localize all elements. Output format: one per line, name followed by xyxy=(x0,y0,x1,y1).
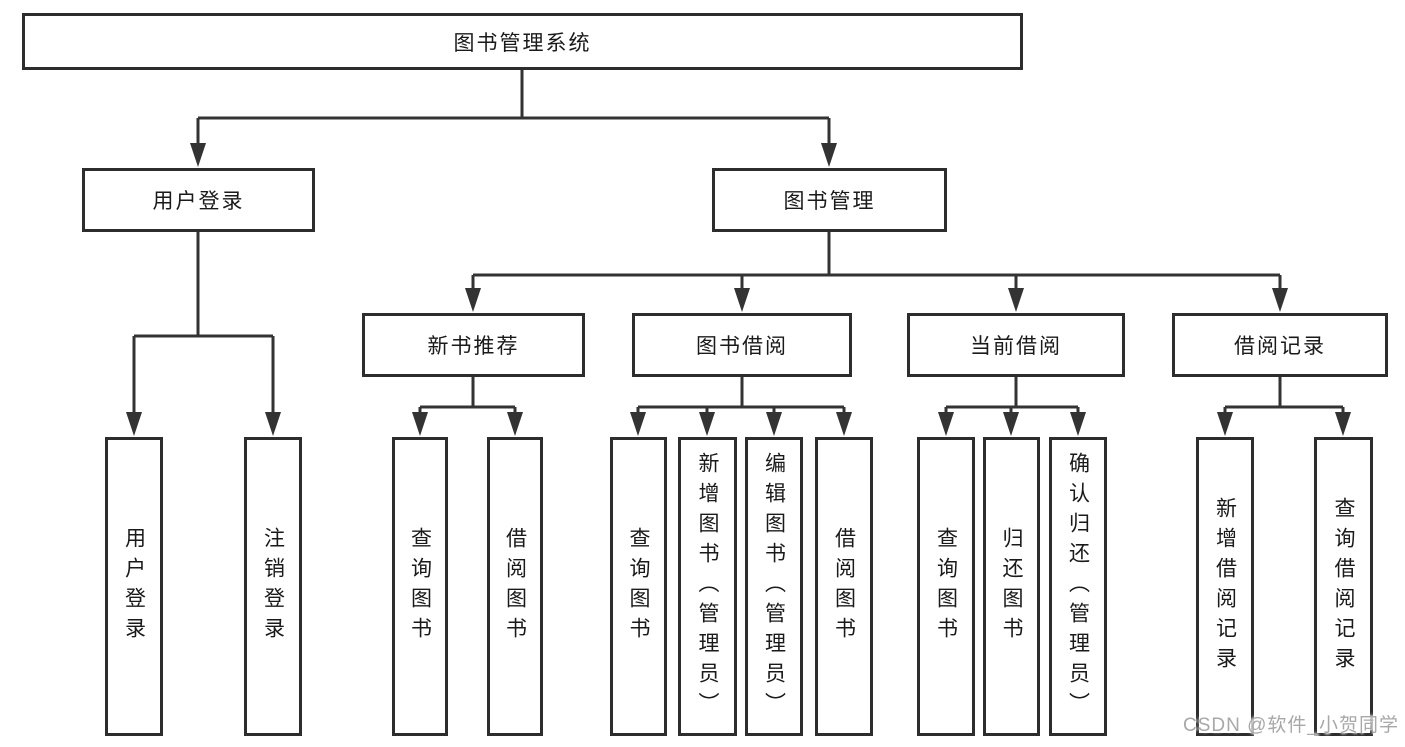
leaf-cb-confirm-return-admin: 确认归还（管理员） xyxy=(1049,437,1107,736)
leaf-nbr-borrow-books: 借阅图书 xyxy=(487,437,543,736)
leaf-nbr-query-books: 查询图书 xyxy=(392,437,448,736)
leaf-bb-query-books: 查询图书 xyxy=(610,437,667,736)
node-book-mgmt: 图书管理 xyxy=(712,168,947,232)
leaf-user-login: 用户登录 xyxy=(105,437,163,736)
leaf-logout: 注销登录 xyxy=(244,437,302,736)
leaf-cb-return-books: 归还图书 xyxy=(983,437,1040,736)
leaf-br-query-record: 查询借阅记录 xyxy=(1314,437,1373,736)
connector-lines xyxy=(132,70,1345,415)
node-new-book-rec: 新书推荐 xyxy=(362,313,585,377)
node-borrow-records: 借阅记录 xyxy=(1172,313,1388,377)
node-book-borrow: 图书借阅 xyxy=(632,313,852,377)
leaf-br-add-record: 新增借阅记录 xyxy=(1196,437,1254,736)
leaf-bb-borrow-books: 借阅图书 xyxy=(815,437,873,736)
node-root: 图书管理系统 xyxy=(22,13,1023,70)
leaf-bb-add-books-admin: 新增图书（管理员） xyxy=(678,437,737,736)
leaf-bb-edit-books-admin: 编辑图书（管理员） xyxy=(745,437,803,736)
arrowhead-icons xyxy=(126,143,1351,436)
node-user-login: 用户登录 xyxy=(82,168,315,232)
watermark: CSDN @软件_小贺同学 xyxy=(1183,715,1399,736)
leaf-cb-query-books: 查询图书 xyxy=(917,437,975,736)
node-current-borrow: 当前借阅 xyxy=(907,313,1125,377)
